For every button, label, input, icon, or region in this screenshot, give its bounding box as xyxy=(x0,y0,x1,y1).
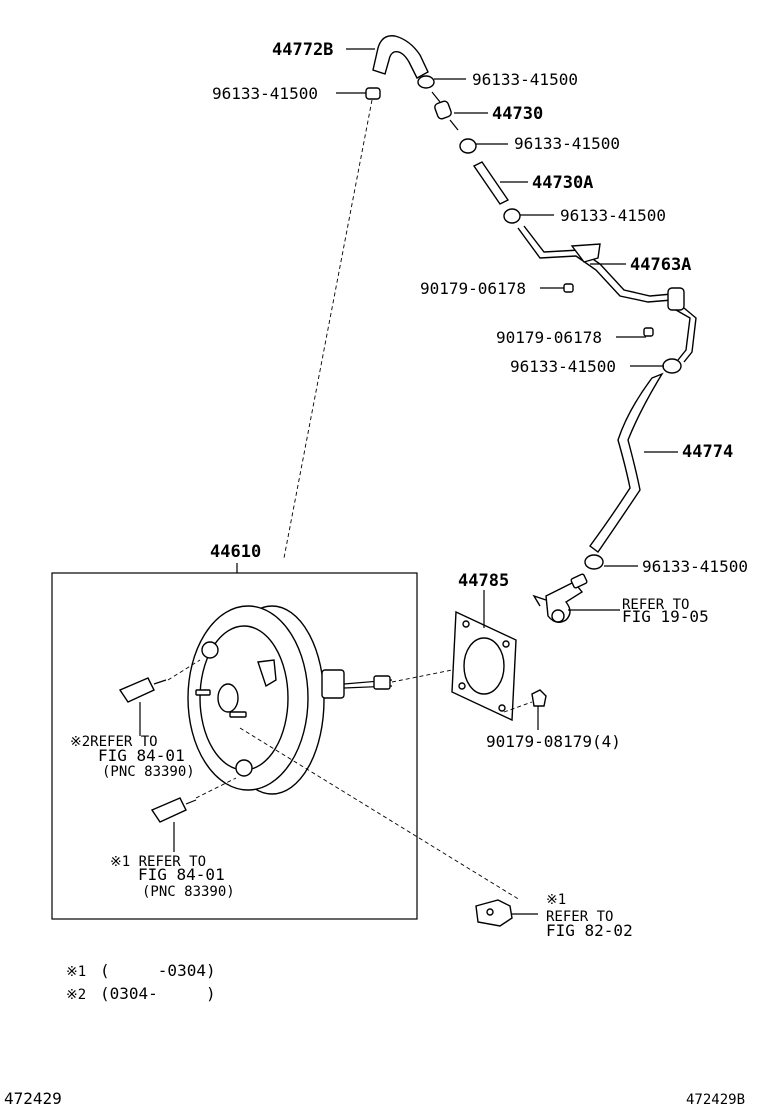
pipe-44763a[interactable] xyxy=(517,225,697,363)
clip-5[interactable] xyxy=(584,554,604,570)
label-96133-left: 96133-41500 xyxy=(212,84,318,103)
note1-mark: ※1 xyxy=(66,964,86,980)
ref-19-05-line1: REFER TO xyxy=(622,597,689,613)
clip-2[interactable] xyxy=(459,138,477,154)
ref1-line2: FIG 84-01 xyxy=(138,865,225,884)
ref-19-05-line2: FIG 19-05 xyxy=(622,607,709,626)
ref2-line3: (PNC 83390) xyxy=(102,764,195,780)
gasket-44785[interactable] xyxy=(451,610,517,722)
ref1-line1: ※1 REFER TO xyxy=(110,854,206,870)
clip-4[interactable] xyxy=(662,358,682,374)
label-44785: 44785 xyxy=(458,571,509,591)
label-90179-08179: 90179-08179(4) xyxy=(486,732,621,751)
label-44730: 44730 xyxy=(492,104,543,124)
hose-44774[interactable] xyxy=(589,372,664,553)
clip-left[interactable] xyxy=(365,87,381,100)
grommet-2[interactable] xyxy=(643,327,654,337)
nut-90179-08179[interactable] xyxy=(531,689,547,707)
ref-82-02-line1: REFER TO xyxy=(546,909,613,925)
label-96133-1: 96133-41500 xyxy=(472,70,578,89)
label-90179-2: 90179-06178 xyxy=(496,328,602,347)
grommet-1[interactable] xyxy=(563,283,574,293)
union-fitting[interactable] xyxy=(532,573,588,623)
hose-44730a[interactable] xyxy=(472,161,510,205)
ref1-line3: (PNC 83390) xyxy=(142,884,235,900)
label-96133-5: 96133-41500 xyxy=(642,557,748,576)
note2-mark: ※2 xyxy=(66,987,86,1003)
clip-3[interactable] xyxy=(503,208,521,224)
label-44774: 44774 xyxy=(682,442,733,462)
switch-2[interactable] xyxy=(118,677,167,703)
ref2-line2: FIG 84-01 xyxy=(98,746,185,765)
switch-1[interactable] xyxy=(150,797,197,823)
ref-82-02-line2: FIG 82-02 xyxy=(546,921,633,940)
booster-frame xyxy=(51,572,418,920)
label-96133-3: 96133-41500 xyxy=(560,206,666,225)
ref2-line1: ※2REFER TO xyxy=(70,734,158,750)
footer-left-id: 472429 xyxy=(4,1089,62,1108)
label-96133-4: 96133-41500 xyxy=(510,357,616,376)
label-44610: 44610 xyxy=(210,542,261,562)
ref-82-02-mark: ※1 xyxy=(546,892,566,908)
note1-text: ( -0304) xyxy=(100,961,216,980)
label-96133-2: 96133-41500 xyxy=(514,134,620,153)
label-44763a: 44763A xyxy=(630,255,691,275)
note2-text: (0304- ) xyxy=(100,984,216,1003)
label-44772b: 44772B xyxy=(272,40,333,60)
bracket-82-02[interactable] xyxy=(475,899,513,927)
hose-44772b[interactable] xyxy=(372,35,429,79)
label-90179-1: 90179-06178 xyxy=(420,279,526,298)
footer-right-id: 472429B xyxy=(686,1092,745,1108)
brake-booster-44610[interactable] xyxy=(187,605,393,795)
label-44730a: 44730A xyxy=(532,173,593,193)
clip-1[interactable] xyxy=(417,75,435,89)
check-valve-44730[interactable] xyxy=(431,91,459,131)
